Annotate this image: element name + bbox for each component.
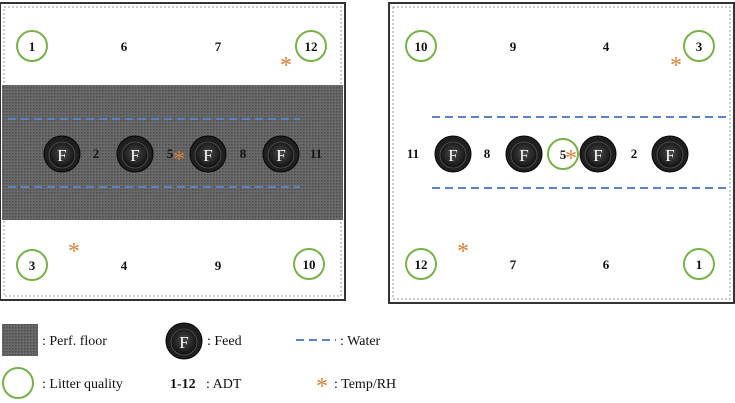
legend-litter: : Litter quality — [42, 377, 123, 392]
adt-ring-12: 12 — [405, 248, 437, 280]
legend-adt-range: 1-12 — [170, 377, 196, 392]
legend-temp: : Temp/RH — [334, 377, 396, 392]
adt-number: 8 — [484, 146, 491, 161]
ring-number: 3 — [696, 39, 703, 54]
adt-ring-10: 10 — [405, 30, 437, 62]
feed-label: F — [276, 146, 285, 165]
feed-label: F — [593, 146, 602, 165]
adt-number: 11 — [407, 146, 419, 161]
adt-ring-1: 1 — [683, 248, 715, 280]
litter-quality-icon — [2, 367, 34, 399]
adt-number: 6 — [603, 257, 610, 272]
asterisk-icon: * — [565, 146, 577, 172]
adt-number: 9 — [215, 258, 222, 273]
feed-icon: F — [189, 135, 227, 173]
adt-number: 7 — [215, 39, 222, 54]
adt-ring-3: 3 — [683, 30, 715, 62]
litter-quality-icon — [405, 248, 437, 280]
ring-number: 12 — [415, 257, 428, 272]
ring-number: 10 — [415, 39, 428, 54]
feed-icon: F — [116, 135, 154, 173]
right-pen-inner-outline — [392, 6, 731, 300]
adt-ring-12: 12 — [295, 30, 327, 62]
perforated-floor-swatch — [2, 324, 38, 356]
legend-feed-symbol: F — [179, 333, 188, 352]
adt-ring-3: 3 — [16, 249, 48, 281]
litter-quality-icon — [405, 30, 437, 62]
left-pen: 1 12 3 10 6 7 2 5 8 11 4 9 F — [0, 2, 346, 301]
legend: : Perf. floor F : Feed : Water : Litter … — [2, 322, 396, 400]
adt-number: 2 — [631, 146, 638, 161]
feed-label: F — [203, 146, 212, 165]
legend-perf-floor: : Perf. floor — [42, 334, 107, 349]
adt-number: 7 — [510, 257, 517, 272]
feed-label: F — [519, 146, 528, 165]
adt-number: 4 — [603, 39, 610, 54]
asterisk-icon: * — [670, 53, 682, 79]
ring-number: 5 — [560, 147, 567, 162]
feed-icon: F — [505, 135, 543, 173]
feed-label: F — [130, 146, 139, 165]
ring-number: 1 — [29, 39, 36, 54]
adt-number: 11 — [310, 146, 322, 161]
litter-quality-icon — [16, 30, 48, 62]
adt-number: 9 — [510, 39, 517, 54]
asterisk-icon: * — [457, 239, 469, 265]
adt-ring-5: 5 — [547, 138, 579, 170]
litter-quality-icon — [547, 138, 579, 170]
adt-number: 2 — [93, 146, 100, 161]
adt-ring-10: 10 — [293, 248, 325, 280]
asterisk-icon: * — [68, 239, 80, 265]
adt-ring-1: 1 — [16, 30, 48, 62]
ring-number: 10 — [303, 257, 316, 272]
litter-quality-icon — [293, 248, 325, 280]
litter-quality-icon — [683, 248, 715, 280]
feed-icon: F — [434, 135, 472, 173]
litter-quality-icon — [295, 30, 327, 62]
feed-icon: F — [43, 135, 81, 173]
adt-number: 4 — [121, 258, 128, 273]
asterisk-icon: * — [173, 147, 185, 173]
litter-quality-icon — [16, 249, 48, 281]
ring-number: 1 — [696, 257, 703, 272]
legend-adt: : ADT — [206, 377, 242, 392]
feed-icon: F — [651, 135, 689, 173]
feed-icon: F — [579, 135, 617, 173]
litter-quality-icon — [683, 30, 715, 62]
asterisk-icon: * — [316, 374, 328, 400]
adt-number: 6 — [121, 39, 128, 54]
legend-water: : Water — [340, 334, 381, 349]
asterisk-icon: * — [280, 53, 292, 79]
ring-number: 3 — [29, 258, 36, 273]
feed-icon: F — [262, 135, 300, 173]
adt-number: 5 — [167, 146, 174, 161]
ring-number: 12 — [305, 39, 318, 54]
right-pen: 10 3 5 12 1 9 4 11 8 2 7 6 F — [388, 2, 735, 304]
feed-label: F — [665, 146, 674, 165]
feed-label: F — [57, 146, 66, 165]
feed-label: F — [448, 146, 457, 165]
feed-icon: F — [165, 322, 203, 360]
legend-feed: : Feed — [207, 334, 242, 349]
adt-number: 8 — [240, 146, 247, 161]
